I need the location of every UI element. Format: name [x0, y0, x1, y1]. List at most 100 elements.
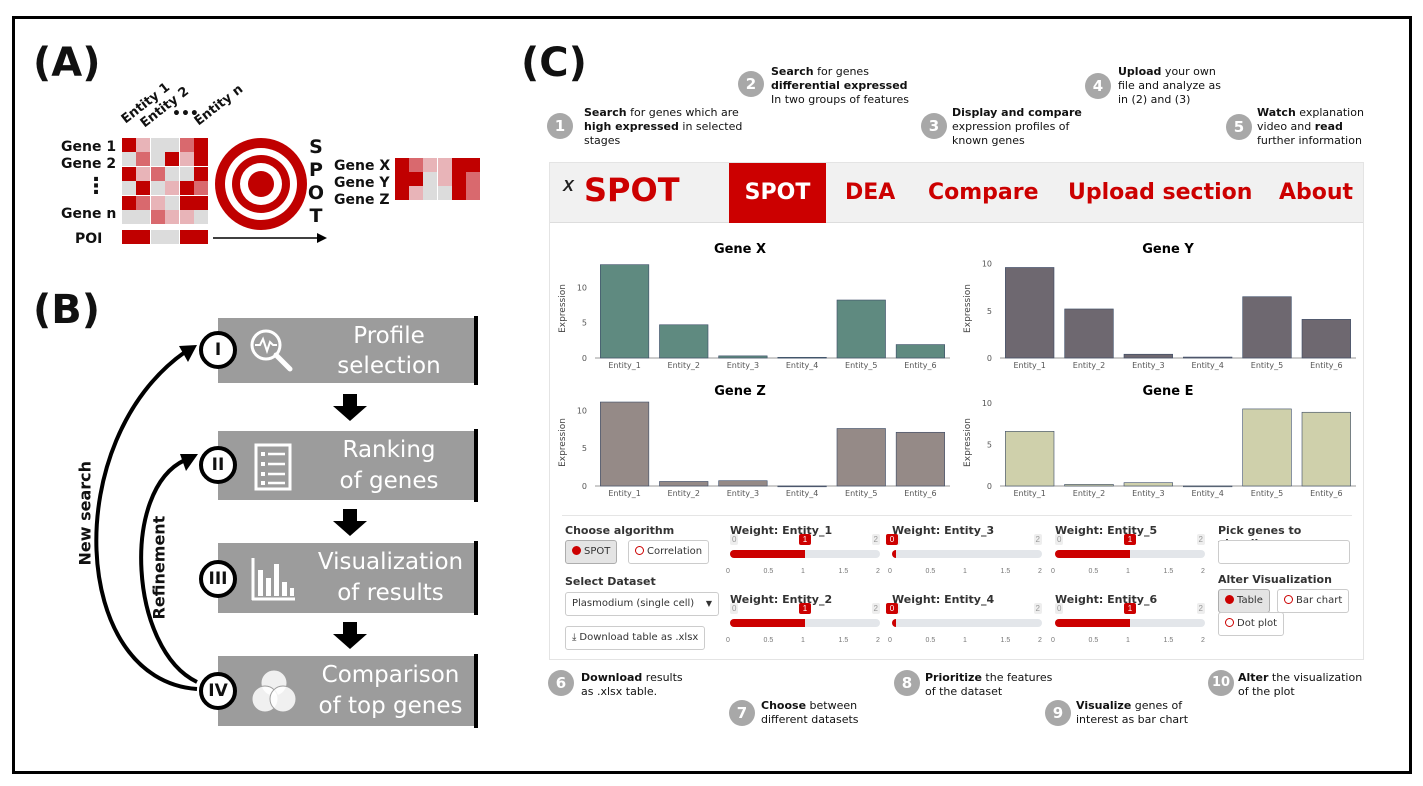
- heatmap-cell: [150, 210, 165, 224]
- bar: [1005, 431, 1055, 487]
- x-tick-label: Entity_4: [1191, 489, 1223, 498]
- x-tick-label: Entity_5: [1251, 489, 1283, 498]
- heatmap-cell: [165, 152, 180, 167]
- slider-track[interactable]: [730, 619, 880, 627]
- callout-text: the visualization: [1268, 671, 1363, 684]
- bar: [1183, 485, 1233, 488]
- heatmap-cell: [165, 138, 180, 152]
- slider-track[interactable]: [1055, 619, 1205, 627]
- algo-spot-radio[interactable]: SPOT: [565, 540, 618, 564]
- x-tick-label: Entity_5: [845, 361, 877, 370]
- bar: [1301, 319, 1351, 359]
- slider-handle[interactable]: 0: [886, 534, 898, 545]
- pick-genes-input[interactable]: [1218, 540, 1350, 564]
- slider-handle[interactable]: 1: [799, 603, 811, 614]
- slider-tick-label: 1: [963, 637, 967, 644]
- weight-slider[interactable]: Weight: Entity_3 0 2 000.511.52: [886, 524, 1042, 580]
- step-line1: Ranking: [342, 437, 436, 463]
- alter-visualization-label: Alter Visualization: [1218, 573, 1332, 586]
- heatmap-cell: [179, 138, 194, 152]
- divider: [562, 515, 1352, 516]
- callout-text: different datasets: [761, 713, 859, 726]
- entity-ellipsis: •••: [172, 106, 199, 122]
- heatmap-cell: [437, 186, 452, 201]
- callout-text: results: [642, 671, 683, 684]
- slider-fill: [730, 550, 805, 558]
- callout-text: between: [806, 699, 858, 712]
- heatmap-cell: [423, 158, 438, 172]
- slider-tick-label: 1.5: [1163, 568, 1174, 575]
- spot-letter: P: [309, 159, 323, 181]
- result-gene-label: Gene Z: [334, 192, 390, 208]
- nav-upload[interactable]: Upload section: [1068, 180, 1253, 205]
- slider-handle[interactable]: 1: [1124, 603, 1136, 614]
- heatmap-cell: [122, 181, 136, 196]
- slider-tick-label: 1.5: [838, 637, 849, 644]
- bar: [777, 485, 827, 488]
- gene-label: Gene 1: [61, 139, 117, 155]
- radio-dot-icon: [1225, 618, 1234, 627]
- callout-number: 7: [729, 700, 755, 726]
- heatmap-cell: [179, 181, 194, 196]
- step-numeral-3: III: [199, 560, 237, 598]
- poi-label: POI: [75, 231, 103, 247]
- callout-number: 6: [548, 670, 574, 696]
- bar: [659, 481, 709, 487]
- heatmap-cell: [136, 230, 151, 244]
- slider-tick-label: 1: [963, 568, 967, 575]
- spot-app-window: X SPOT SPOT DEA Compare Upload section A…: [549, 162, 1364, 660]
- x-tick-label: Entity_5: [1251, 361, 1283, 370]
- x-tick-label: Entity_3: [1132, 489, 1164, 498]
- bar: [718, 355, 768, 359]
- callout-number: 8: [894, 670, 920, 696]
- weight-label: Weight: Entity_6: [1055, 593, 1158, 606]
- button-label: Download table as .xlsx: [579, 632, 699, 643]
- callout-text: as .xlsx table.: [581, 685, 658, 698]
- heatmap-cell: [165, 230, 180, 244]
- slider-track[interactable]: [892, 550, 1042, 558]
- slider-handle[interactable]: 0: [886, 603, 898, 614]
- heatmap-cell: [122, 230, 136, 244]
- vis-bar-chart-radio[interactable]: Bar chart: [1277, 589, 1350, 613]
- nav-compare[interactable]: Compare: [928, 180, 1039, 205]
- dataset-select[interactable]: Plasmodium (single cell)▼: [565, 592, 719, 616]
- vis-dot-plot-radio[interactable]: Dot plot: [1218, 612, 1285, 636]
- x-tick-label: Entity_3: [1132, 361, 1164, 370]
- heatmap-cell: [466, 158, 480, 172]
- nav-spot[interactable]: SPOT: [729, 163, 826, 223]
- slider-max: 2: [1196, 534, 1205, 545]
- nav-about[interactable]: About: [1279, 180, 1354, 205]
- panel-b-label: (B): [33, 287, 101, 333]
- callout-text: for genes: [813, 65, 869, 78]
- step-line2: of genes: [339, 468, 439, 494]
- heatmap-cell: [136, 138, 151, 152]
- slider-track[interactable]: [730, 550, 880, 558]
- download-button[interactable]: ⤓Download table as .xlsx: [565, 626, 706, 650]
- x-tick-label: Entity_3: [727, 489, 759, 498]
- algo-correlation-radio[interactable]: Correlation: [628, 540, 710, 564]
- result-gene-label: Gene Y: [334, 175, 390, 191]
- vis-table-radio[interactable]: Table: [1218, 589, 1270, 613]
- slider-track[interactable]: [892, 619, 1042, 627]
- search-pulse-icon: [250, 329, 293, 372]
- callout-bold: Visualize: [1076, 699, 1132, 712]
- slider-tick-label: 1: [801, 637, 805, 644]
- radio-dot-icon: [635, 546, 644, 555]
- chart-title: Gene Y: [1142, 242, 1194, 257]
- slider-handle[interactable]: 1: [1124, 534, 1136, 545]
- radio-label: Correlation: [647, 546, 703, 557]
- weight-slider[interactable]: Weight: Entity_4 0 2 000.511.52: [886, 593, 1042, 649]
- nav-dea[interactable]: DEA: [845, 180, 896, 205]
- logo[interactable]: SPOT: [584, 171, 680, 209]
- bar: [777, 356, 827, 359]
- slider-min: 0: [730, 534, 739, 545]
- callout-text: in selected: [678, 120, 743, 133]
- slider-handle[interactable]: 1: [799, 534, 811, 545]
- slider-tick-label: 0.5: [925, 568, 936, 575]
- heatmap-cell: [122, 210, 136, 224]
- slider-track[interactable]: [1055, 550, 1205, 558]
